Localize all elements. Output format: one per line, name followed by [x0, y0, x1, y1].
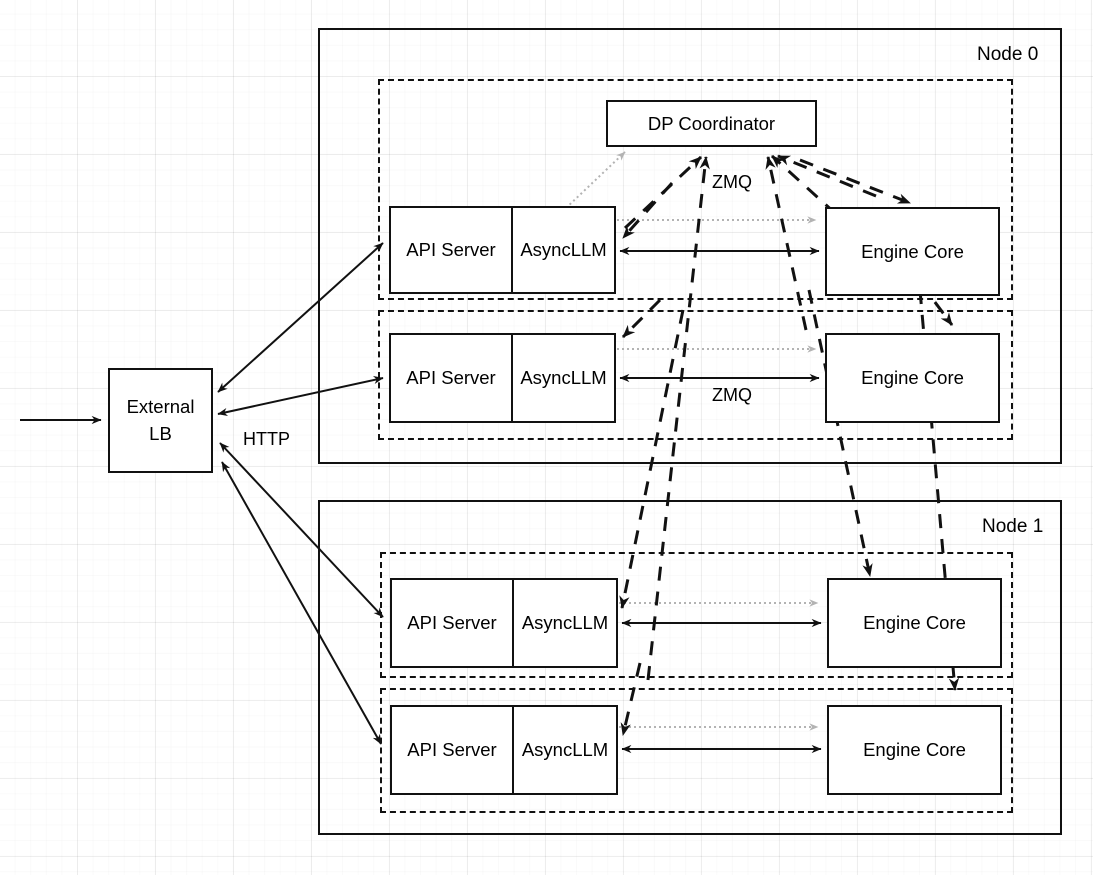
node-1-row-0-engine-core-box[interactable]: Engine Core	[827, 578, 1002, 668]
node-0-row-1-engine-core-box[interactable]: Engine Core	[825, 333, 1000, 423]
node-0-row-1-group	[378, 310, 1013, 440]
external-lb-box[interactable]: External LB	[108, 368, 213, 473]
http-label: HTTP	[243, 429, 290, 449]
node-0-label: Node 0	[977, 44, 1039, 65]
engine-core-label: Engine Core	[863, 739, 966, 760]
zmq-label-n0-r1: ZMQ	[712, 385, 752, 405]
api-server-label: API Server	[392, 580, 514, 666]
async-llm-label: AsyncLLM	[520, 239, 607, 260]
node-0-row-0-engine-core-box[interactable]: Engine Core	[825, 207, 1000, 296]
zmq-label-n0-r0: ZMQ	[712, 172, 752, 192]
node-1-container	[318, 500, 1062, 835]
api-server-label: API Server	[391, 335, 513, 421]
node-0-row-0-api-server-box[interactable]: API Server AsyncLLM	[389, 206, 616, 294]
async-llm-label: AsyncLLM	[521, 612, 609, 633]
node-1-row-1-group	[380, 688, 1013, 813]
external-lb-line-1: External	[126, 395, 195, 417]
node-0-container	[318, 28, 1062, 464]
external-lb-line-2: LB	[149, 422, 172, 444]
async-llm-label: AsyncLLM	[521, 739, 609, 760]
engine-core-label: Engine Core	[861, 240, 964, 262]
node-1-row-1-engine-core-box[interactable]: Engine Core	[827, 705, 1002, 795]
engine-core-label: Engine Core	[861, 367, 964, 388]
dp-coordinator-box[interactable]: DP Coordinator	[606, 100, 817, 147]
external-lb-label: External LB	[110, 370, 211, 471]
node-1-row-0-group	[380, 552, 1013, 678]
api-server-label: API Server	[391, 208, 513, 292]
node-0-row-0-group	[378, 79, 1013, 300]
api-server-label: API Server	[392, 707, 514, 793]
engine-core-label: Engine Core	[863, 612, 966, 633]
node-0-row-1-api-server-box[interactable]: API Server AsyncLLM	[389, 333, 616, 423]
node-1-label: Node 1	[982, 516, 1044, 537]
node-1-row-0-api-server-box[interactable]: API Server AsyncLLM	[390, 578, 618, 668]
node-1-row-1-api-server-box[interactable]: API Server AsyncLLM	[390, 705, 618, 795]
dp-coordinator-label: DP Coordinator	[647, 112, 776, 134]
async-llm-label: AsyncLLM	[520, 367, 607, 388]
